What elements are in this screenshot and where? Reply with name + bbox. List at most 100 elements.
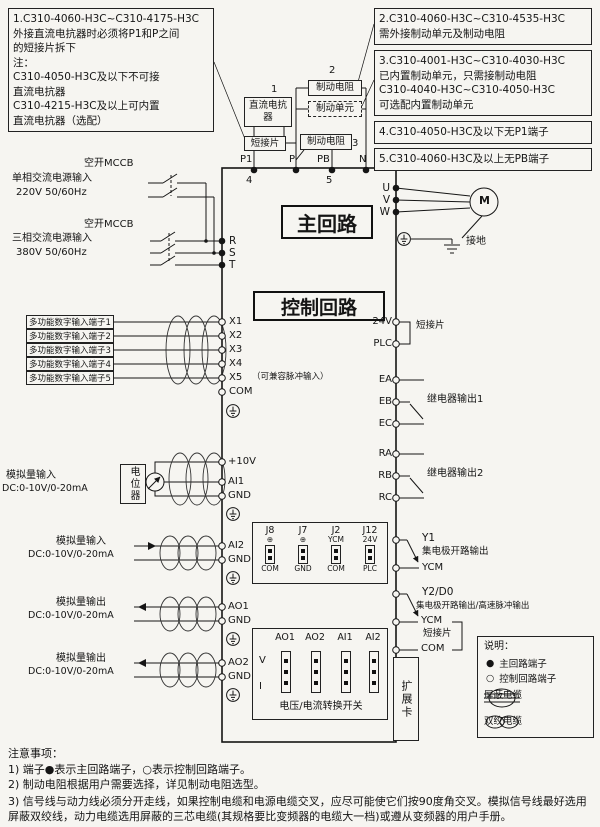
terminal-10V [218,458,226,466]
legend-main-label: 主回路端子 [499,659,547,670]
three-phase-voltage: 380V 50/60Hz [16,247,87,258]
terminal-label-10V: +10V [228,456,256,467]
expansion-card-box: 扩展卡 [393,657,419,741]
vi-row-I: I [259,681,262,692]
legend-shielded-cable: 屏蔽电缆 [484,687,522,708]
main-terminals [204,166,400,269]
jumper-bottom-label: COM [327,564,345,573]
ai1-group-label: 模拟量输入 [6,470,56,481]
terminal-label-Y2D0: Y2/D0 [422,586,454,598]
terminal-X1 [218,318,226,326]
ai2-range: DC:0-10V/0-20mA [28,549,114,560]
terminal-label-PLC: PLC [373,338,392,349]
twisted-pair-icon [485,715,519,729]
digital-input-label-4: 多功能数字输入端子4 [26,357,114,371]
terminal-X5 [218,374,226,382]
terminal-label-W: W [379,206,390,218]
jumper-name: J8 [265,525,275,536]
earth-icon [444,244,460,254]
terminal-T [218,261,226,269]
terminal-EC [392,420,400,428]
jumper-pins[interactable] [298,545,308,564]
terminal-label-X5: X5 [229,372,243,383]
legend-control-label: 控制回路端子 [499,674,557,685]
terminal-label-X4: X4 [229,358,243,369]
control-terminals [218,318,400,681]
vi-col-AO1: AO1 [275,632,295,643]
legend-box: 说明： ● 主回路端子 ○ 控制回路端子 屏蔽电缆 双绞电缆 [477,636,594,738]
jumper-bottom-label: COM [261,564,279,573]
vi-pins-AI1[interactable] [341,651,351,693]
terminal-R [218,237,226,245]
callout-3: 3 [352,138,359,149]
motor-label: M [479,194,490,207]
terminal-AO2 [218,659,226,667]
jumper-pins[interactable] [265,545,275,564]
note-line: 可选配内置制动单元 [379,98,474,111]
terminal-label-24V: 24V [372,316,392,327]
jumper-J2[interactable]: J2 YCM COM [321,525,351,573]
control-terminal-icon: ○ [486,672,495,684]
digital-input-label-5: 多功能数字输入端子5 [26,371,114,385]
ao1-group-label: 模拟量输出 [56,597,106,608]
terminal-label-EB: EB [378,396,392,407]
terminal-N [362,166,370,174]
jumper-name: J2 [331,525,341,536]
digital-input-label-1: 多功能数字输入端子1 [26,315,114,329]
bottom-note-2: 2) 制动电阻根据用户需要选择，详见制动电阻选型。 [8,778,265,791]
jumper-bottom-label: GND [294,564,312,573]
control-circuit-title: 控制回路 [253,291,385,321]
three-phase-label: 三相交流电源输入 [12,233,92,244]
terminal-label-YCM2: YCM [421,615,443,626]
vi-pins-AO1[interactable] [281,651,291,693]
jumper-pins[interactable] [365,545,375,564]
terminal-label-EC: EC [378,418,392,429]
note-line: 1.C310-4060-H3C~C310-4175-H3C [13,13,199,25]
jumper-J12[interactable]: J12 24V PLC [355,525,385,573]
digital-input-label-2: 多功能数字输入端子2 [26,329,114,343]
shielded-cable-icon [159,315,227,688]
terminal-P [292,166,300,174]
terminal-GND [218,492,226,500]
vi-pins-AO2[interactable] [311,651,321,693]
terminal-PB [328,166,336,174]
terminal-V [392,196,400,204]
callout-5: 5 [326,175,333,186]
wires [114,23,499,678]
relay-contact-icon [409,403,424,494]
bottom-note-3: 3) 信号线与动力线必须分开走线，如果控制电缆和电源电缆交叉，应尽可能使它们按9… [8,795,587,823]
brake-unit-box: 制动单元 [308,101,362,117]
terminal-label-N: N [359,154,367,165]
jumper-top-label: YCM [328,535,344,544]
terminal-X2 [218,332,226,340]
terminal-W [392,208,400,216]
jumper-bottom-label: PLC [363,564,377,573]
jumper-top-label: 24V [362,535,378,544]
vi-switch-block: AO1 AO2 AI1 AI2 V I 电压/电流转换开关 [252,628,388,720]
x5-note: （可兼容脉冲输入） [252,372,329,382]
note-line: 的短接片拆下 [13,42,76,54]
terminal-label-GND1: GND [228,490,251,501]
terminal-label-Y1: Y1 [422,532,436,544]
legend-title: 说明： [484,641,514,652]
bottom-notes-title: 注意事项： [8,747,63,760]
jumper-J8[interactable]: J8 ⊕ COM [255,525,285,573]
oc1-label: 集电极开路输出 [422,546,489,557]
jumper-pins[interactable] [331,545,341,564]
earth-label: 接地 [466,236,486,247]
note-4: 4.C310-4050-H3C及以下无P1端子 [374,121,592,144]
terminal-YCM [392,564,400,572]
jumper-J7[interactable]: J7 ⊕ GND [288,525,318,573]
terminal-label-T: T [229,259,236,271]
vi-switch-caption: 电压/电流转换开关 [279,701,363,712]
note-line: 外接直流电抗器时必须将P1和P之间 [13,27,180,40]
vi-pins-AI2[interactable] [369,651,379,693]
terminal-YCM2 [392,618,400,626]
terminal-label-P1: P1 [240,154,253,165]
note-line: C310-4040-H3C~C310-4050-H3C [379,84,555,96]
short-piece1-label: 短接片 [416,320,445,331]
terminal-COM2 [392,646,400,654]
brake-resistor2-box: 制动电阻 [300,134,352,150]
terminal-RC [392,494,400,502]
